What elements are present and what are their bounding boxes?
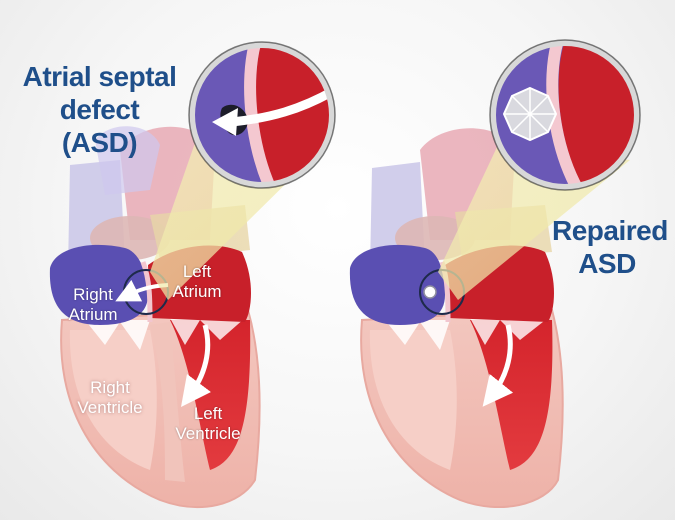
closure-device-icon	[502, 86, 558, 142]
right-atrium-r	[349, 244, 445, 325]
label-left-atrium-line-1: Left	[182, 262, 212, 281]
label-right-ventricle-line-1: Right	[90, 378, 130, 397]
label-right-atrium-line-2: Atrium	[68, 305, 118, 324]
right-atrium	[49, 244, 148, 325]
mitral-valve	[170, 318, 245, 345]
repaired-title-line-1: Repaired	[552, 215, 668, 246]
label-left-ventricle-line-1: Left	[193, 404, 223, 423]
right-ventricle	[69, 330, 157, 470]
label-right-ventricle-line-2: Ventricle	[77, 398, 143, 417]
asd-title: Atrial septal defect (ASD)	[22, 60, 177, 159]
atrial-septum	[140, 261, 153, 323]
pulmonary-artery	[95, 126, 160, 195]
magnifier-left-rim	[189, 42, 335, 188]
repaired-title: Repaired ASD	[552, 214, 668, 280]
label-left-ventricle: Left Ventricle	[168, 404, 248, 444]
label-left-atrium: Left Atrium	[162, 262, 232, 302]
label-left-ventricle-line-2: Ventricle	[175, 424, 241, 443]
left-heart	[49, 126, 261, 508]
right-heart	[349, 128, 564, 508]
ventricle-flow-arrow-r	[482, 324, 514, 407]
asd-title-line-2: defect (ASD)	[59, 94, 140, 158]
tricuspid-valve	[85, 320, 150, 350]
shunt-arrow-large	[227, 85, 332, 127]
magnifier-right-rim	[490, 40, 640, 190]
interventricular-septum	[150, 322, 185, 482]
label-right-atrium: Right Atrium	[58, 285, 128, 325]
label-right-ventricle: Right Ventricle	[70, 378, 150, 418]
closure-device-small	[423, 285, 437, 299]
label-left-atrium-line-2: Atrium	[172, 282, 222, 301]
ventricle-flow-arrow	[181, 324, 211, 408]
repaired-title-line-2: ASD	[578, 248, 636, 279]
asd-title-line-1: Atrial septal	[22, 61, 177, 92]
label-right-atrium-line-1: Right	[73, 285, 113, 304]
